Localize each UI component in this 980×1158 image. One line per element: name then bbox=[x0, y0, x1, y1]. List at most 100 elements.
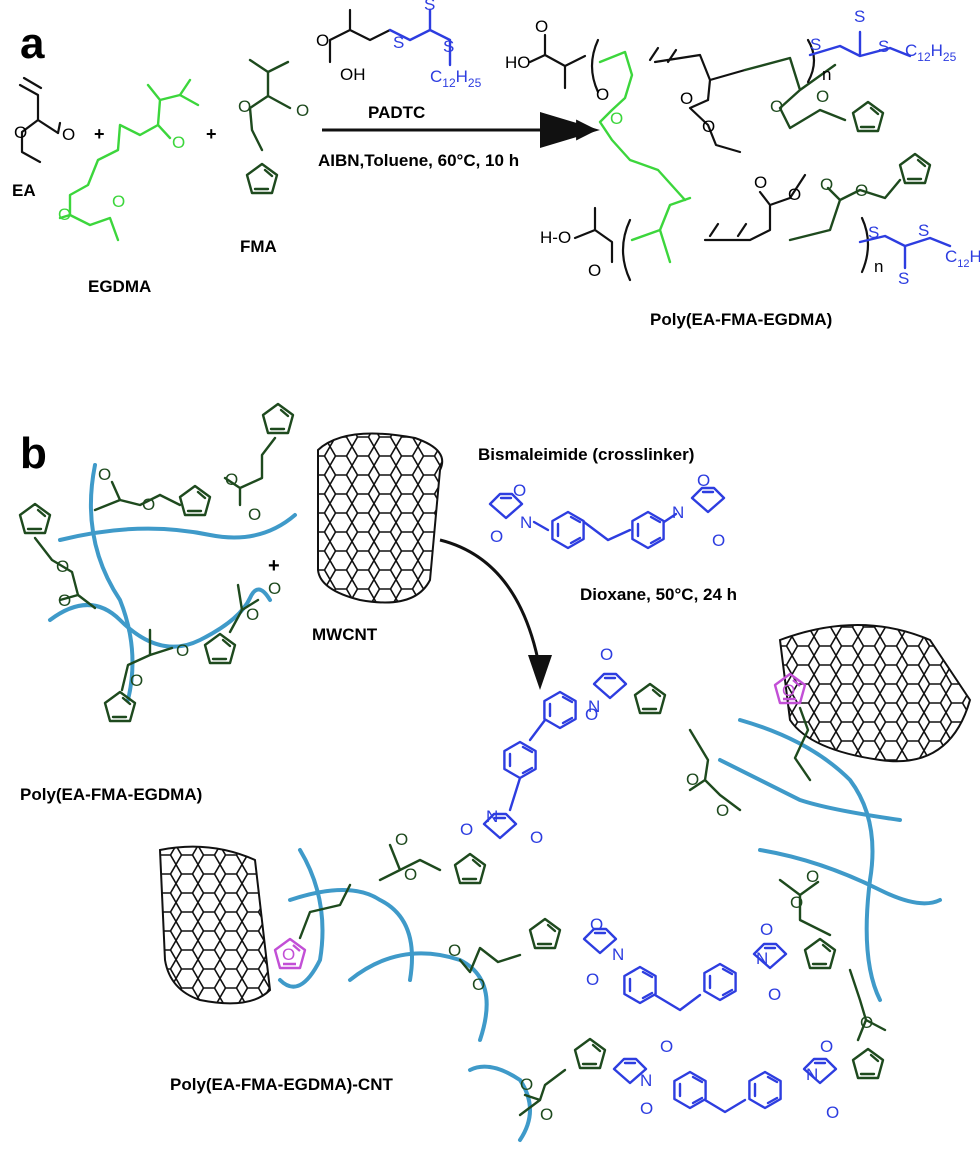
svg-text:O: O bbox=[112, 192, 125, 211]
svg-text:O: O bbox=[490, 527, 503, 546]
svg-text:O: O bbox=[316, 31, 329, 50]
svg-text:O: O bbox=[535, 17, 548, 36]
svg-text:S: S bbox=[810, 35, 821, 54]
composite-network: O O O O N N O O O O O O O O N N bbox=[158, 624, 972, 1142]
ea-label: EA bbox=[12, 181, 36, 200]
svg-text:O: O bbox=[586, 970, 599, 989]
svg-text:O: O bbox=[716, 801, 729, 820]
svg-text:O: O bbox=[62, 125, 75, 144]
plus-sign-b: + bbox=[268, 555, 280, 577]
arrow-head-a bbox=[540, 112, 600, 148]
svg-text:O: O bbox=[826, 1103, 839, 1122]
svg-text:O: O bbox=[702, 117, 715, 136]
svg-text:O: O bbox=[590, 915, 603, 934]
padtc-label: PADTC bbox=[368, 103, 425, 122]
svg-text:O: O bbox=[176, 641, 189, 660]
svg-text:O: O bbox=[806, 867, 819, 886]
svg-text:O: O bbox=[98, 465, 111, 484]
svg-text:O: O bbox=[754, 173, 767, 192]
svg-text:N: N bbox=[806, 1065, 818, 1084]
fma-structure: O O bbox=[238, 58, 309, 195]
svg-text:O: O bbox=[820, 1037, 833, 1056]
mwcnt-icon bbox=[317, 432, 444, 604]
svg-text:O: O bbox=[246, 605, 259, 624]
upper-n: n bbox=[822, 65, 831, 84]
polymer-b-label: Poly(EA-FMA-EGDMA) bbox=[20, 785, 202, 804]
panel-label-a: a bbox=[20, 19, 45, 68]
svg-text:O: O bbox=[58, 591, 71, 610]
svg-text:O: O bbox=[282, 945, 295, 964]
mwcnt-label: MWCNT bbox=[312, 625, 378, 644]
svg-text:O: O bbox=[686, 770, 699, 789]
svg-text:O: O bbox=[610, 109, 623, 128]
svg-text:O: O bbox=[770, 97, 783, 116]
svg-text:O: O bbox=[142, 495, 155, 514]
svg-text:O: O bbox=[14, 123, 27, 142]
composite-label: Poly(EA-FMA-EGDMA)-CNT bbox=[170, 1075, 393, 1094]
svg-text:O: O bbox=[860, 1013, 873, 1032]
svg-text:N: N bbox=[756, 949, 768, 968]
polymer-b-structure: O O O O O O O O O O bbox=[18, 402, 297, 723]
svg-text:O: O bbox=[697, 471, 710, 490]
svg-text:N: N bbox=[520, 513, 532, 532]
svg-text:O: O bbox=[816, 87, 829, 106]
svg-text:O: O bbox=[448, 941, 461, 960]
svg-text:O: O bbox=[268, 579, 281, 598]
upper-ho: HO bbox=[505, 53, 531, 72]
svg-text:O: O bbox=[820, 175, 833, 194]
curved-arrow-head bbox=[528, 655, 552, 690]
svg-text:S: S bbox=[424, 0, 435, 14]
svg-text:O: O bbox=[56, 557, 69, 576]
curved-arrow bbox=[439, 538, 542, 671]
svg-text:O: O bbox=[225, 470, 238, 489]
svg-text:O: O bbox=[588, 261, 601, 280]
svg-text:O: O bbox=[760, 920, 773, 939]
svg-text:O: O bbox=[712, 531, 725, 550]
svg-text:O: O bbox=[585, 705, 598, 724]
svg-text:O: O bbox=[395, 830, 408, 849]
svg-text:O: O bbox=[680, 89, 693, 108]
svg-text:S: S bbox=[443, 37, 454, 56]
svg-text:O: O bbox=[640, 1099, 653, 1118]
plus-sign-2: + bbox=[206, 124, 217, 144]
crosslinker-title: Bismaleimide (crosslinker) bbox=[478, 445, 694, 464]
svg-text:S: S bbox=[898, 269, 909, 288]
svg-text:O: O bbox=[404, 865, 417, 884]
fma-label: FMA bbox=[240, 237, 277, 256]
svg-text:N: N bbox=[672, 503, 684, 522]
svg-text:S: S bbox=[854, 7, 865, 26]
plus-sign-1: + bbox=[94, 124, 105, 144]
svg-text:S: S bbox=[878, 37, 889, 56]
svg-text:N: N bbox=[640, 1071, 652, 1090]
product-polymer-structure: HO O O O O O n S S S C12H25 O O H-O O O … bbox=[505, 7, 980, 288]
svg-text:O: O bbox=[530, 828, 543, 847]
bismaleimide-structure: O O N N O O bbox=[488, 471, 725, 550]
svg-text:O: O bbox=[596, 85, 609, 104]
svg-text:n: n bbox=[874, 257, 883, 276]
egdma-label: EGDMA bbox=[88, 277, 151, 296]
svg-text:S: S bbox=[393, 33, 404, 52]
panel-label-b: b bbox=[20, 429, 47, 478]
svg-text:O: O bbox=[58, 205, 71, 224]
ea-structure: O O bbox=[14, 76, 75, 164]
egdma-structure: O O O bbox=[58, 78, 200, 242]
svg-text:O: O bbox=[520, 1075, 533, 1094]
padtc-oh: OH bbox=[340, 65, 366, 84]
svg-text:O: O bbox=[296, 101, 309, 120]
svg-text:O: O bbox=[513, 481, 526, 500]
svg-text:O: O bbox=[460, 820, 473, 839]
svg-text:O: O bbox=[660, 1037, 673, 1056]
svg-text:O: O bbox=[788, 185, 801, 204]
svg-text:O: O bbox=[782, 681, 795, 700]
padtc-alkyl: C12H25 bbox=[430, 67, 482, 90]
svg-text:C12H25: C12H25 bbox=[945, 247, 980, 270]
svg-text:O: O bbox=[238, 97, 251, 116]
svg-text:O: O bbox=[472, 975, 485, 994]
product-label: Poly(EA-FMA-EGDMA) bbox=[650, 310, 832, 329]
svg-text:N: N bbox=[588, 697, 600, 716]
svg-text:S: S bbox=[918, 221, 929, 240]
svg-text:O: O bbox=[130, 671, 143, 690]
svg-text:O: O bbox=[540, 1105, 553, 1124]
conditions-a: AIBN,Toluene, 60°C, 10 h bbox=[318, 151, 519, 170]
